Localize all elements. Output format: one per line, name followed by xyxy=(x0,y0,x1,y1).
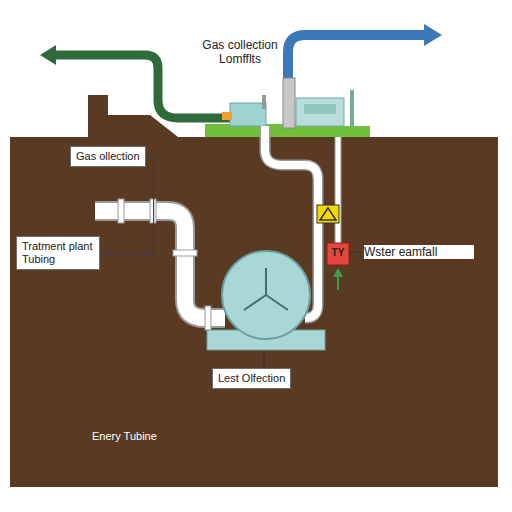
arrow-head xyxy=(424,24,442,46)
callout-box: Tratment plant Tubing xyxy=(16,236,100,270)
gas-pipe xyxy=(55,55,232,118)
leader-line xyxy=(264,352,265,368)
warning-sign xyxy=(317,205,339,223)
arrow-head xyxy=(333,268,343,277)
callout-box: Gas ollection xyxy=(70,146,146,167)
arrow-head xyxy=(40,45,56,65)
surface-grass xyxy=(300,126,370,137)
text-label: Enery Tubine xyxy=(92,430,192,443)
turbine-blades xyxy=(244,268,288,310)
valve xyxy=(222,112,232,120)
text-label: Gas collection Lomfflts xyxy=(180,38,300,66)
flanges xyxy=(118,199,211,330)
building-detail xyxy=(304,104,336,114)
callout-box: Lest Olfection xyxy=(212,368,291,389)
callout-text: Gas ollection xyxy=(76,150,140,163)
ground xyxy=(10,137,498,487)
building xyxy=(230,103,266,126)
valve xyxy=(327,243,349,265)
leader-line xyxy=(351,252,362,253)
building xyxy=(296,98,344,126)
turbine xyxy=(222,251,310,339)
water-pipe xyxy=(288,35,425,85)
text-label: TY xyxy=(329,247,347,259)
pipe-stub xyxy=(262,95,266,109)
mast xyxy=(350,90,354,126)
text-label: Wster eamfall xyxy=(364,245,474,259)
callout-text: Tratment plant Tubing xyxy=(22,240,94,266)
leader-connector xyxy=(100,157,154,254)
stack xyxy=(283,78,295,128)
callout-text: Lest Olfection xyxy=(218,372,285,385)
